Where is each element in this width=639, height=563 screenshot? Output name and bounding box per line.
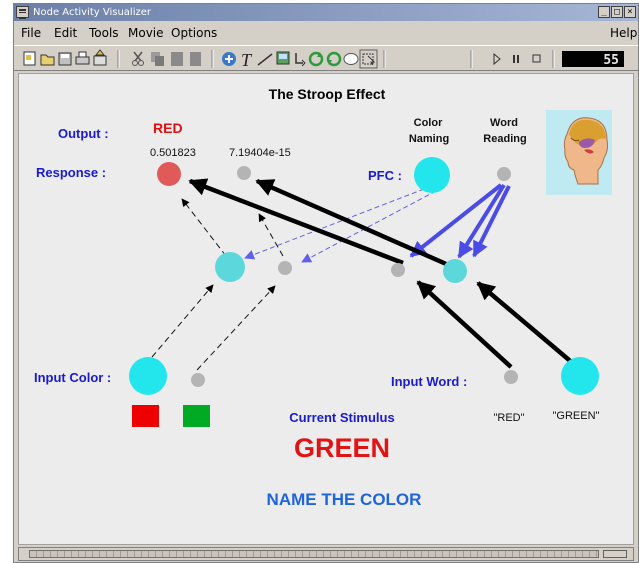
color-naming-label-2: Naming [409,133,449,145]
image-tool-icon[interactable] [276,51,290,65]
edge-hidden-green-to-response-green [258,213,284,257]
frame-counter: 55 [562,51,624,68]
rotate-icon[interactable] [308,51,324,67]
horizontal-scrollbar[interactable] [18,547,634,561]
maximize-button[interactable]: □ [611,6,623,18]
new-file-icon[interactable] [23,51,36,66]
input-word-label: Input Word : [391,374,467,389]
menu-edit[interactable]: Edit [54,26,78,40]
line-tool-icon[interactable] [257,53,273,66]
current-stimulus-label: Current Stimulus [289,410,394,425]
response-label: Response : [36,165,106,180]
minimize-button[interactable]: _ [598,6,610,18]
scrollbar-thumb[interactable] [603,550,627,558]
copy-icon[interactable] [151,52,164,66]
stroop-network-diagram: The Stroop Effect Output : RED 0.501823 … [34,86,612,509]
pause-icon[interactable] [513,55,519,63]
input-color-label: Input Color : [34,370,111,385]
word-reading-label-1: Word [490,117,518,129]
edge-word-green-to-hidden [476,281,577,367]
menu-file[interactable]: File [21,26,42,40]
edge-pfc-color-to-hidden-green [301,190,437,263]
edge-hidden-red-to-response-red [181,198,227,257]
task-instruction: NAME THE COLOR [267,490,422,509]
color-naming-label-1: Color [414,117,443,129]
scrollbar-track[interactable] [29,550,599,558]
hidden-color-node-red[interactable] [215,252,245,282]
app-window: Node Activity Visualizer _ □ × File Edit… [13,3,639,563]
response-node-red[interactable] [157,162,181,186]
swatch-green [183,405,210,427]
paste-icon[interactable] [171,52,183,66]
menu-bar: File Edit Tools Movie Options Help [14,22,638,44]
close-button[interactable]: × [624,6,636,18]
window-title: Node Activity Visualizer [33,7,151,18]
toolbar-icons: T [23,49,624,70]
pfc-node-word[interactable] [497,167,511,181]
response-value-red: 0.501823 [150,147,196,159]
input-word-node-red[interactable] [504,370,518,384]
word-reading-label-2: Reading [483,133,526,145]
select-tool-icon[interactable] [359,49,378,69]
input-color-node-green[interactable] [191,373,205,387]
diagram-canvas: The Stroop Effect Output : RED 0.501823 … [18,73,634,545]
brain-head-image [546,110,612,195]
diagram-title: The Stroop Effect [269,86,386,102]
edge-hidden-word-red-to-response-red [188,178,404,266]
refresh-icon[interactable] [326,51,342,67]
open-file-icon[interactable] [40,54,55,66]
export-icon[interactable] [93,49,107,66]
svg-text:T: T [241,50,253,70]
print-icon[interactable] [75,51,90,65]
add-node-icon[interactable] [222,52,236,66]
edge-pfc-word-to-hidden-green-b [472,185,511,258]
connect-tool-icon[interactable] [295,53,306,67]
system-menu-icon[interactable] [16,6,29,19]
input-word-node-green[interactable] [561,357,599,395]
title-bar[interactable]: Node Activity Visualizer _ □ × [14,4,638,21]
ellipse-tool-icon[interactable] [343,53,359,65]
frame-counter-value: 55 [603,53,619,68]
current-stimulus-word: GREEN [294,433,390,463]
delete-icon[interactable] [190,52,201,66]
menu-tools[interactable]: Tools [89,26,119,40]
menu-options[interactable]: Options [171,26,218,40]
edge-pfc-color-to-hidden-red [244,188,425,260]
edge-word-red-to-hidden [416,280,513,369]
edge-hidden-word-green-to-response-green [255,178,454,270]
edge-input-green-to-hidden-green [196,285,276,371]
play-icon[interactable] [493,52,501,66]
input-color-node-red[interactable] [129,357,167,395]
pfc-label: PFC : [368,168,402,183]
pfc-node-color[interactable] [414,157,450,193]
edge-pfc-word-to-hidden-red [409,183,503,258]
hidden-word-node-green[interactable] [443,259,467,283]
text-tool-icon[interactable]: T [241,50,253,70]
menu-help[interactable]: Help [610,26,638,40]
input-word-red-label: "RED" [493,412,524,424]
output-value: RED [153,120,183,136]
response-value-green: 7.19404e-15 [229,147,291,159]
input-word-green-label: "GREEN" [553,410,600,422]
cut-icon[interactable] [132,51,144,66]
stop-icon[interactable] [532,54,541,63]
save-file-icon[interactable] [58,52,72,66]
swatch-red [132,405,159,427]
edge-pfc-word-to-hidden-green-a [457,183,506,259]
output-label: Output : [58,126,109,141]
toolbar: T [14,45,638,71]
hidden-word-node-red[interactable] [391,263,405,277]
response-node-green[interactable] [237,166,251,180]
hidden-color-node-green[interactable] [278,261,292,275]
edge-input-red-to-hidden-red [151,284,214,358]
menu-movie[interactable]: Movie [128,26,164,40]
